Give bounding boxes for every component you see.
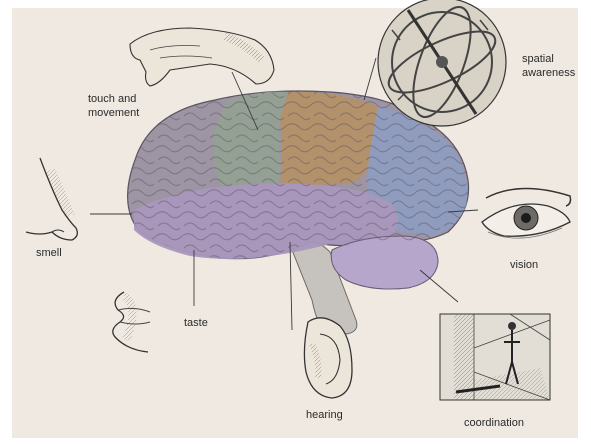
perspective-room-figure-illustration [440,314,550,400]
label-smell: smell [36,247,62,259]
label-hearing: hearing [306,409,343,421]
label-taste: taste [184,317,208,329]
label-touch-line2: movement [88,107,139,119]
label-vision: vision [510,259,538,271]
armillary-sphere-illustration [378,0,506,126]
label-coordination: coordination [464,417,524,429]
label-spatial-line2: awareness [522,67,576,79]
label-touch-line1: touch and [88,93,136,105]
label-spatial-line1: spatial [522,53,554,65]
